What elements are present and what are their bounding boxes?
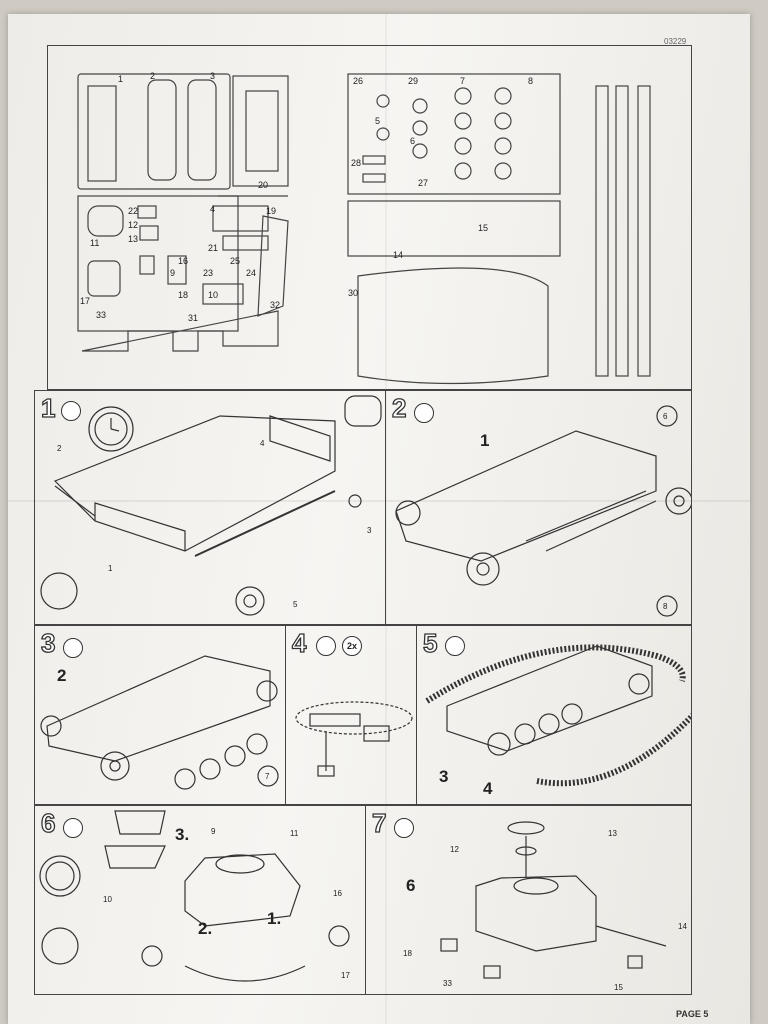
- step-7-drawing: 13 12 14 18 33 15 6: [403, 821, 687, 992]
- step-5-drawing: 34: [425, 644, 691, 798]
- part-callout: 13: [608, 829, 617, 838]
- sprue-part-label: 14: [393, 250, 403, 260]
- step-number: 2: [391, 392, 407, 423]
- sprue-part-label: 22: [128, 206, 138, 216]
- step-number: 4: [291, 627, 307, 658]
- part-callout: 7: [265, 772, 270, 781]
- part-callout: 11: [290, 829, 299, 838]
- part-callout: 4: [260, 439, 265, 448]
- sprue-part-label: 33: [96, 310, 106, 320]
- sprue-part-label: 5: [375, 116, 380, 126]
- part-callout: 2: [57, 444, 62, 453]
- step-1-panel: 1 2 4 1 3 5: [34, 390, 386, 625]
- step-number: 6: [40, 807, 56, 838]
- step-2-drawing: 6 8 1: [395, 405, 691, 617]
- part-callout: 12: [450, 845, 459, 854]
- no-glue-icon: [445, 636, 465, 656]
- sprue-part-label: 6: [410, 136, 415, 146]
- step-number: 3: [40, 627, 56, 658]
- no-glue-icon: [316, 636, 336, 656]
- sprue-part-label: 30: [348, 288, 358, 298]
- sprue-part-label: 4: [210, 204, 215, 214]
- step-3-drawing: 72: [40, 655, 279, 790]
- part-callout: 16: [333, 889, 342, 898]
- sprue-part-label: 9: [170, 268, 175, 278]
- assembly-label: 2: [57, 666, 66, 685]
- sprue-part-label: 29: [408, 76, 418, 86]
- glue-icon: [394, 818, 414, 838]
- step-4-panel: 4 2x: [285, 625, 417, 805]
- step-number: 7: [371, 807, 387, 838]
- page-number: PAGE 5: [676, 1009, 709, 1019]
- fold-line: [385, 14, 387, 1024]
- step-6-drawing: 9 11 10 16 17 3. 2. 1.: [39, 810, 350, 982]
- sprue-part-label: 26: [353, 76, 363, 86]
- sprue-part-label: 12: [128, 220, 138, 230]
- part-callout: 6: [663, 412, 668, 421]
- sprue-part-label: 28: [351, 158, 361, 168]
- part-callout: 10: [103, 895, 112, 904]
- part-callout: 14: [678, 922, 687, 931]
- sprue-part-label: 10: [208, 290, 218, 300]
- sprue-part-label: 32: [270, 300, 280, 310]
- step-1-drawing: 2 4 1 3 5: [40, 395, 382, 616]
- sprue-part-label: 31: [188, 313, 198, 323]
- sprue-part-label: 11: [90, 238, 99, 248]
- sprue-part-label: 20: [258, 180, 268, 190]
- part-callout: 9: [211, 827, 216, 836]
- sub-step-label: 2.: [198, 919, 212, 938]
- sprue-part-label: 2: [150, 71, 155, 81]
- part-callout: 17: [341, 971, 350, 980]
- sprue-part-label: 8: [528, 76, 533, 86]
- sprue-part-label: 15: [478, 223, 488, 233]
- part-callout: 8: [663, 602, 668, 611]
- sprue-part-label: 25: [230, 256, 240, 266]
- sub-step-label: 1.: [267, 909, 281, 928]
- part-callout: 1: [108, 564, 113, 573]
- step-2-panel: 2 6 8 1: [385, 390, 692, 625]
- step-number: 1: [40, 392, 56, 423]
- sprue-part-label: 17: [80, 296, 90, 306]
- glue-icon: [63, 638, 83, 658]
- sub-step-label: 3.: [175, 825, 189, 844]
- sprue-part-label: 23: [203, 268, 213, 278]
- step-4-drawing: [295, 701, 413, 777]
- glue-icon: [63, 818, 83, 838]
- quantity-badge: 2x: [342, 636, 362, 656]
- sprue-part-label: 13: [128, 234, 138, 244]
- sprue-part-label: 3: [210, 71, 215, 81]
- part-callout: 5: [293, 600, 298, 609]
- part-callout: 15: [614, 983, 623, 992]
- part-callout: 18: [403, 949, 412, 958]
- part-callout: 33: [443, 979, 452, 988]
- sprue-part-label: 1: [118, 74, 123, 84]
- assembly-label: 1: [480, 431, 489, 450]
- step-number: 5: [422, 627, 438, 658]
- sprue-part-label: 19: [266, 206, 276, 216]
- fold-line: [8, 500, 750, 502]
- assembly-label: 6: [406, 876, 415, 895]
- sprue-part-label: 16: [178, 256, 188, 266]
- assembly-label: 4: [483, 779, 493, 798]
- sprue-part-label: 7: [460, 76, 465, 86]
- sprue-part-label: 27: [418, 178, 428, 188]
- assembly-label: 3: [439, 767, 448, 786]
- glue-icon: [61, 401, 81, 421]
- sprue-part-label: 18: [178, 290, 188, 300]
- sprue-part-label: 21: [208, 243, 218, 253]
- step-7-panel: 7 13 12 14 18 33 15 6: [365, 805, 692, 995]
- part-callout: 3: [367, 526, 372, 535]
- sheet-code: 03229: [664, 37, 687, 46]
- glue-icon: [414, 403, 434, 423]
- sprue-part-label: 24: [246, 268, 256, 278]
- step-6-panel: 6 9 11 10 16 17 3. 2. 1.: [34, 805, 366, 995]
